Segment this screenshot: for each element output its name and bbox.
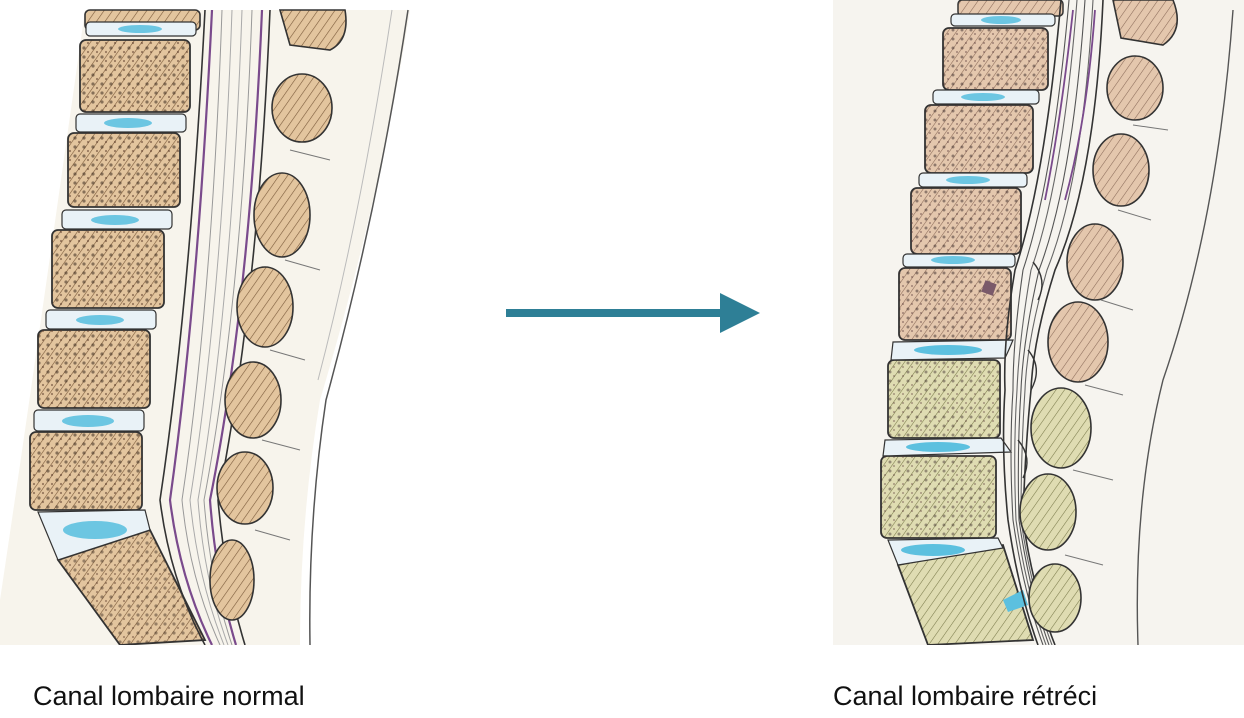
posterior-arches <box>1019 0 1179 633</box>
normal-canal-illustration <box>0 0 420 645</box>
narrowed-canal-illustration <box>833 0 1244 645</box>
vertebral-bodies <box>29 9 207 645</box>
spinal-canal <box>159 9 271 645</box>
normal-spine-drawing <box>0 0 420 645</box>
narrowed-spine-drawing <box>833 0 1244 645</box>
caption-normal-canal: Canal lombaire normal <box>33 681 305 711</box>
intervertebral-discs <box>882 13 1056 612</box>
narrowed-spinal-canal <box>981 0 1104 645</box>
vertebral-bodies <box>880 0 1064 645</box>
intervertebral-discs <box>33 21 197 561</box>
caption-narrowed-canal: Canal lombaire rétréci <box>833 681 1098 711</box>
arrow-right-icon <box>506 293 760 333</box>
posterior-arches <box>209 9 347 621</box>
transition-arrow <box>500 285 765 340</box>
